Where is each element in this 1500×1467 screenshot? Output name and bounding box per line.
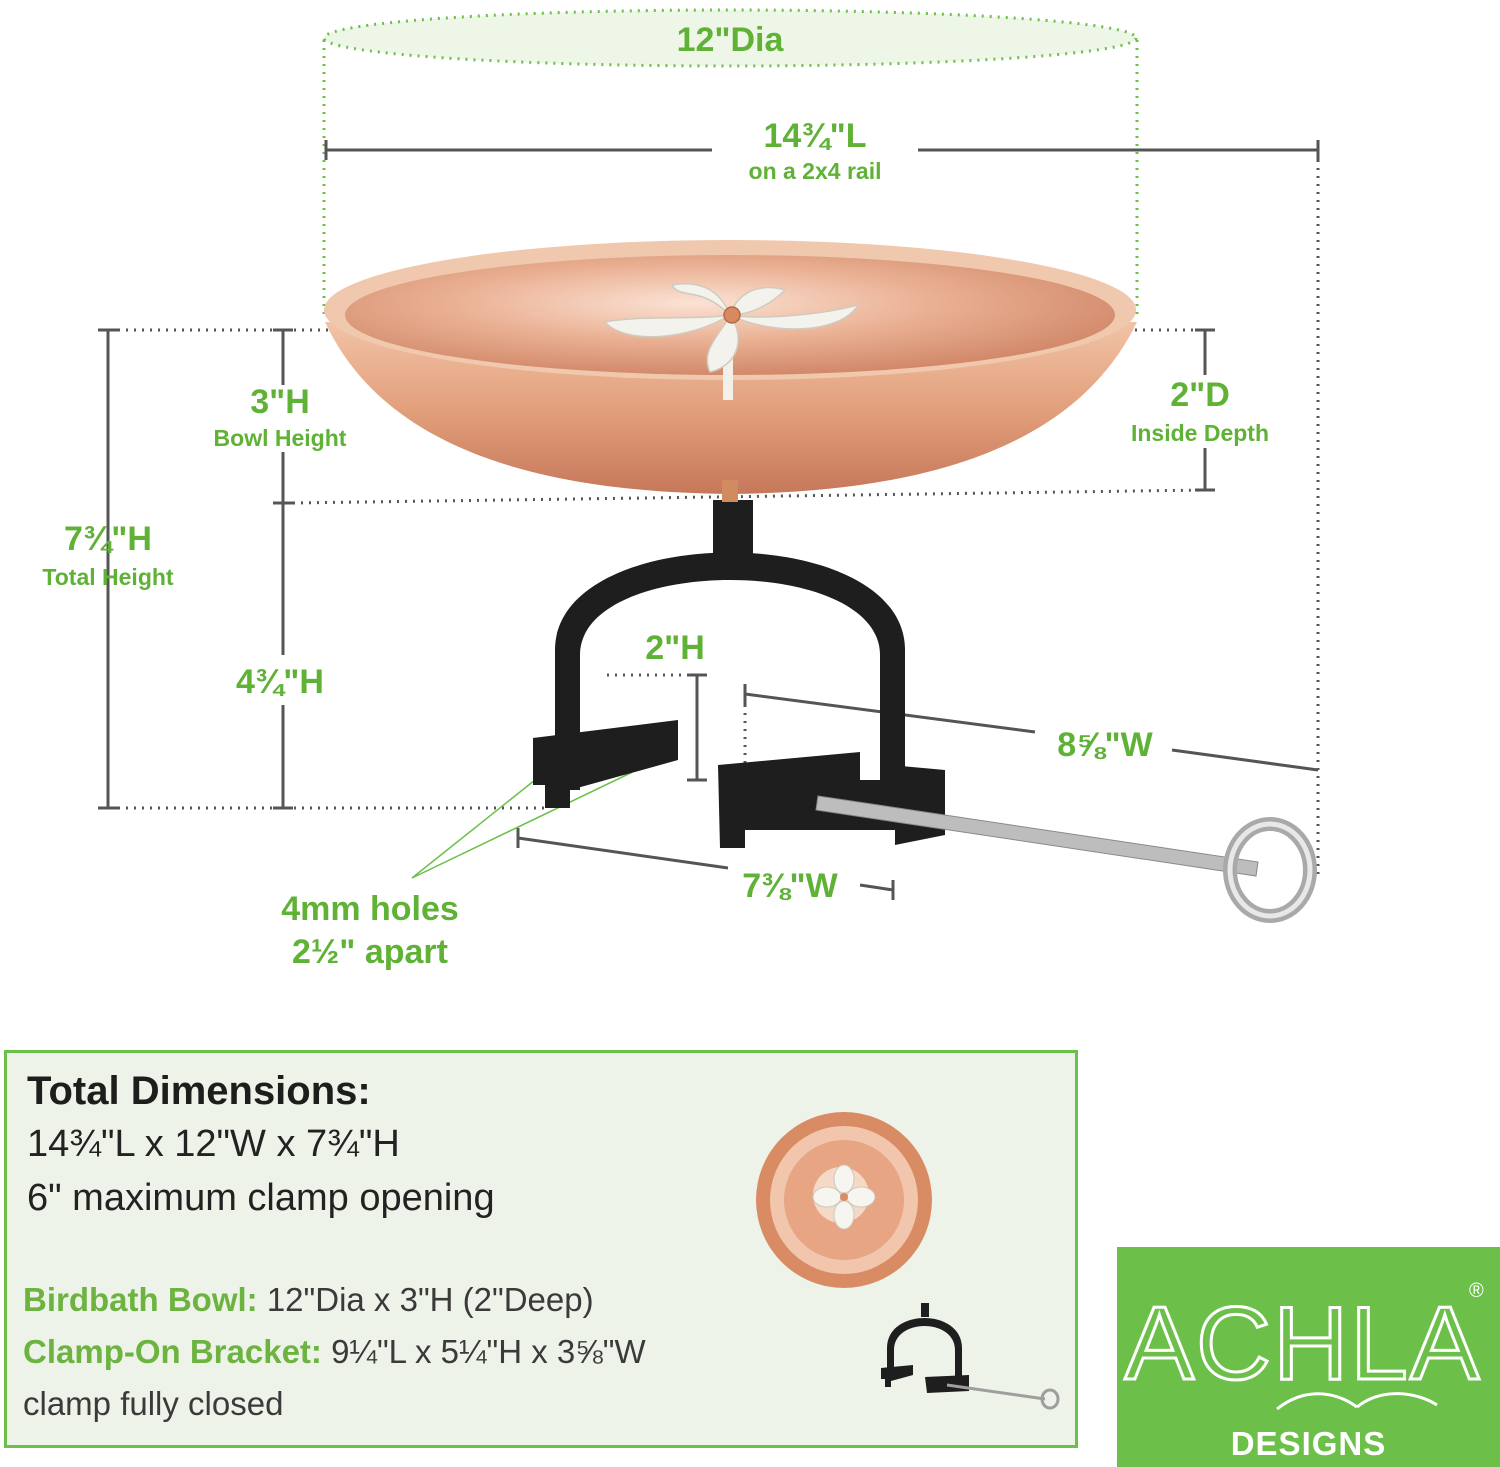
diameter-guide xyxy=(322,8,1139,318)
length-sub-label: on a 2x4 rail xyxy=(748,158,882,184)
inside-depth-sub-label: Inside Depth xyxy=(1130,420,1269,446)
birdbath-bowl-spec-value: 12"Dia x 3"H (2"Deep) xyxy=(257,1281,594,1318)
holes-label-line1: 4mm holes xyxy=(281,890,459,928)
bowl-height-sub-label: Bowl Height xyxy=(213,425,347,451)
brand-tagline: DESIGNS xyxy=(1230,1425,1387,1462)
product-dimension-diagram xyxy=(98,8,1320,923)
threaded-rod xyxy=(815,795,1317,923)
inside-depth-label: 2"D xyxy=(1170,376,1230,414)
max-clamp-opening: 6" maximum clamp opening xyxy=(27,1177,495,1219)
birdbath-bowl-spec: Birdbath Bowl: 12"Dia x 3"H (2"Deep) xyxy=(23,1281,594,1319)
length-label: 14¾"L xyxy=(763,117,867,155)
clamp-bracket-spec-value: 9¼"L x 5¼"H x 3⅝"W xyxy=(321,1333,646,1370)
overall-dimensions: 14¾"L x 12"W x 7¾"H xyxy=(27,1123,400,1165)
bowl-height-label: 3"H xyxy=(250,383,310,421)
wing-icon xyxy=(1276,1392,1358,1411)
diameter-label: 12"Dia xyxy=(676,21,784,59)
dimension-lines xyxy=(98,140,1320,900)
copper-bowl xyxy=(324,240,1137,502)
total-height-sub-label: Total Height xyxy=(42,564,174,590)
jaw-height-label: 2"H xyxy=(645,629,705,667)
bracket-height-label: 4¾"H xyxy=(236,663,324,701)
achla-wordmark-graphic: ACHLA ® xyxy=(1123,1280,1484,1411)
total-height-label: 7¾"H xyxy=(64,520,152,558)
total-dimensions-panel: Total Dimensions: 14¾"L x 12"W x 7¾"H 6"… xyxy=(4,1050,1078,1448)
bracket-thumbnail xyxy=(881,1303,1060,1410)
bracket-width-label: 7⅜"W xyxy=(742,867,838,905)
clamp-bracket-spec: Clamp-On Bracket: 9¼"L x 5¼"H x 3⅝"W xyxy=(23,1333,646,1371)
total-dimensions-title: Total Dimensions: xyxy=(27,1069,371,1113)
bowl-top-view-thumbnail xyxy=(756,1112,932,1288)
birdbath-bowl-spec-label: Birdbath Bowl: xyxy=(23,1281,258,1318)
holes-label-line2: 2½" apart xyxy=(292,933,448,971)
clamp-closed-note: clamp fully closed xyxy=(23,1385,284,1422)
flower-ornament xyxy=(603,283,860,373)
achla-designs-logo: ACHLA ® DESIGNS xyxy=(1117,1247,1500,1467)
clamp-on-bracket xyxy=(533,500,945,848)
registered-mark: ® xyxy=(1469,1280,1484,1302)
brand-name: ACHLA xyxy=(1125,1286,1482,1402)
clamp-width-label: 8⅝"W xyxy=(1057,726,1153,764)
clamp-bracket-spec-label: Clamp-On Bracket: xyxy=(23,1333,322,1370)
